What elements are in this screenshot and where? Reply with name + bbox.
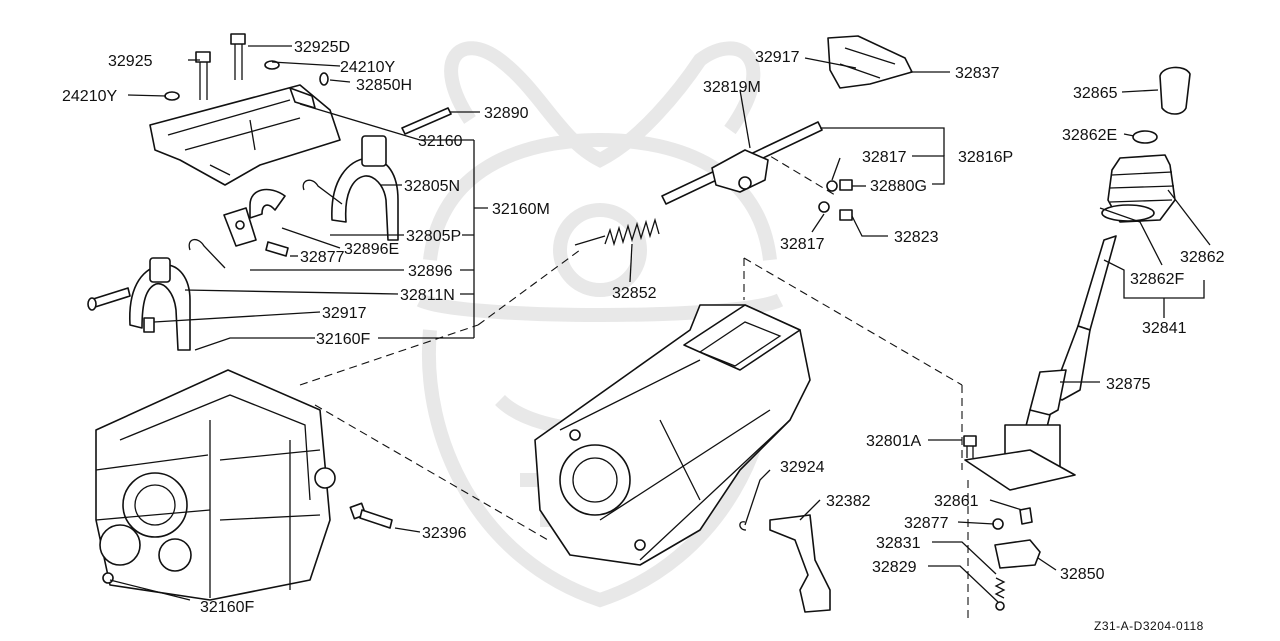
transmission-case-front: [95, 369, 336, 601]
label-32917: 32917: [755, 49, 800, 66]
label-32829: 32829: [872, 559, 917, 576]
shift-fork-upper: [302, 135, 399, 241]
striking-lever-32837: [827, 35, 913, 89]
bracket-32850: [994, 539, 1041, 569]
label-32831: 32831: [876, 535, 921, 552]
transmission-extension-housing: [534, 304, 811, 566]
label-32890: 32890: [484, 105, 529, 122]
label-32823: 32823: [894, 229, 939, 246]
label-32850: 32850: [1060, 566, 1105, 583]
label-32382: 32382: [826, 493, 871, 510]
label-32877: 32877: [300, 249, 345, 266]
label-32160M: 32160M: [492, 201, 550, 218]
shift-pin-32890: [401, 107, 452, 135]
spring-32852: [574, 217, 660, 247]
shift-rod-32819M: [661, 121, 823, 205]
label-32811N: 32811N: [400, 287, 455, 304]
boot-32862: [1101, 154, 1176, 223]
label-32817: 32817: [862, 149, 907, 166]
label-32861: 32861: [934, 493, 979, 510]
label-32160: 32160: [418, 133, 463, 150]
label-32862F: 32862F: [1130, 271, 1184, 288]
spring-32831: [994, 577, 1006, 611]
label-32917: 32917: [322, 305, 367, 322]
ring-32862E: [1132, 130, 1158, 144]
label-32160F: 32160F: [200, 599, 254, 616]
label-32805N: 32805N: [404, 178, 460, 195]
bolt-32396: [349, 502, 393, 529]
transmission-top-cover: [149, 33, 341, 186]
label-32865: 32865: [1073, 85, 1118, 102]
label-32805P: 32805P: [406, 228, 461, 245]
pin-32877: [992, 518, 1004, 530]
bracket-32382: [769, 514, 831, 613]
label-32925D: 32925D: [294, 39, 350, 56]
shift-knob-32865: [1159, 66, 1191, 115]
assembly-guide-lines: [299, 61, 969, 620]
label-32896: 32896: [408, 263, 453, 280]
label-32850H: 32850H: [356, 77, 412, 94]
shift-fork-lower: [87, 257, 191, 351]
shift-lever-32875: [964, 235, 1117, 491]
label-32396: 32396: [422, 525, 467, 542]
bolt-set-right: [818, 179, 853, 221]
label-32801A: 32801A: [866, 433, 921, 450]
label-32875: 32875: [1106, 376, 1151, 393]
label-32924: 32924: [780, 459, 825, 476]
part-number-labels: 32925 32925D 24210Y 24210Y 32850H 32890 …: [62, 39, 1225, 633]
label-32862: 32862: [1180, 249, 1225, 266]
label-32877: 32877: [904, 515, 949, 532]
label-32819M: 32819M: [703, 79, 761, 96]
shift-fork-middle: [188, 188, 289, 269]
label-32880G: 32880G: [870, 178, 927, 195]
label-32925: 32925: [108, 53, 153, 70]
label-24210Y: 24210Y: [340, 59, 395, 76]
label-24210Y: 24210Y: [62, 88, 117, 105]
diagram-code: Z31-A-D3204-0118: [1094, 619, 1204, 633]
label-32852: 32852: [612, 285, 657, 302]
label-32841: 32841: [1142, 320, 1187, 337]
leader-lines: [109, 45, 1211, 603]
bolt-32801A: [963, 435, 977, 458]
label-32160F: 32160F: [316, 331, 370, 348]
nut-32861: [1019, 507, 1033, 525]
label-32837: 32837: [955, 65, 1000, 82]
clip-32924: [739, 521, 747, 531]
label-32896E: 32896E: [344, 241, 399, 258]
label-32817: 32817: [780, 236, 825, 253]
label-32816P: 32816P: [958, 149, 1013, 166]
label-32862E: 32862E: [1062, 127, 1117, 144]
